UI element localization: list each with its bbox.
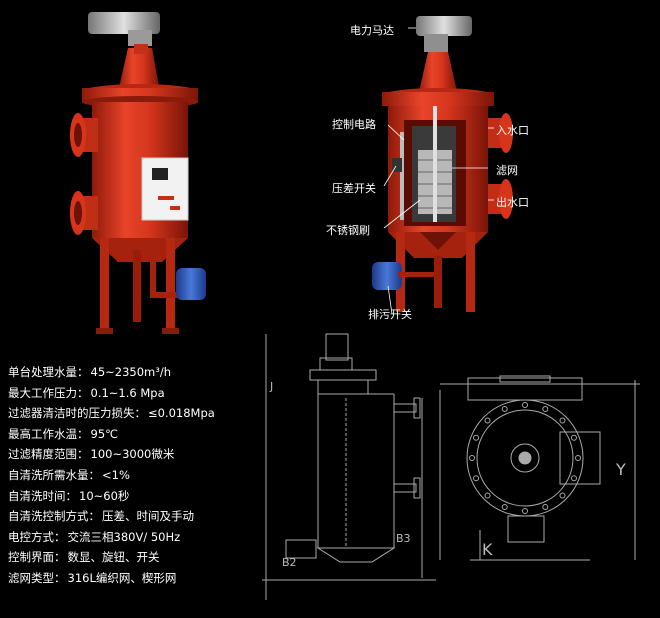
- bolt-hole: [501, 503, 508, 510]
- label-brush: 不锈钢刷: [326, 224, 370, 237]
- filter-cutaway-render: [372, 16, 513, 315]
- bolt-hole: [559, 417, 566, 424]
- dp-switch-icon: [392, 158, 402, 172]
- spec-row: 过滤器清洁时的压力损失：≤0.018Mpa: [8, 405, 215, 421]
- spec-row: 单台处理水量：45~2350m³/h: [8, 364, 171, 380]
- spec-value: 95℃: [90, 426, 119, 441]
- label-motor: 电力马达: [350, 24, 394, 37]
- bolt-hole: [522, 402, 528, 408]
- motor-icon: [88, 12, 160, 34]
- bolt-hole: [473, 475, 480, 482]
- spec-label: 过滤精度范围：: [8, 447, 89, 462]
- spec-label: 最大工作压力：: [8, 385, 89, 400]
- spec-value: 0.1~1.6 Mpa: [90, 385, 165, 400]
- label-inlet: 入水口: [496, 124, 529, 137]
- bolt-hole: [559, 492, 566, 499]
- label-control-circuit: 控制电路: [332, 118, 376, 131]
- dim-b3: B3: [396, 532, 411, 545]
- spec-value: 数显、旋钮、开关: [67, 550, 160, 565]
- spec-row: 自清洗时间：10~60秒: [8, 488, 129, 504]
- spec-label: 自清洗时间：: [8, 488, 77, 503]
- spec-value: <1%: [102, 468, 130, 482]
- side-elevation-drawing: [262, 333, 436, 600]
- spec-row: 电控方式：交流三相380V/ 50Hz: [8, 529, 180, 545]
- label-filter-screen: 滤网: [496, 164, 518, 177]
- bolt-hole: [570, 434, 577, 441]
- spec-value: 10~60秒: [79, 488, 130, 503]
- top-plan-drawing: [439, 375, 640, 561]
- spec-row: 最大工作压力：0.1~1.6 Mpa: [8, 385, 165, 401]
- spec-row: 控制界面：数显、旋钮、开关: [8, 549, 160, 565]
- spec-row: 过滤精度范围：100~3000微米: [8, 446, 174, 462]
- spec-label: 滤网类型：: [8, 571, 66, 585]
- bolt-hole: [501, 406, 508, 413]
- spec-label: 控制界面：: [8, 550, 66, 565]
- spec-row: 最高工作水温：95℃: [8, 426, 118, 442]
- spec-value: ≤0.018Mpa: [148, 406, 215, 421]
- label-dp-switch: 压差开关: [332, 182, 376, 195]
- dim-j: J: [270, 380, 274, 393]
- bolt-hole: [473, 434, 480, 441]
- spec-row: 自清洗控制方式：压差、时间及手动: [8, 508, 194, 524]
- label-drain-valve: 排污开关: [368, 308, 412, 321]
- bolt-hole: [484, 492, 491, 499]
- spec-value: 45~2350m³/h: [90, 365, 172, 379]
- spec-label: 单台处理水量：: [8, 365, 89, 379]
- spec-label: 电控方式：: [8, 529, 66, 544]
- bolt-hole: [469, 455, 475, 461]
- spec-value: 316L编织网、楔形网: [67, 571, 177, 585]
- dim-y: Y: [616, 460, 626, 479]
- spec-value: 压差、时间及手动: [102, 509, 194, 524]
- spec-row: 滤网类型：316L编织网、楔形网: [8, 570, 176, 586]
- bolt-hole: [575, 455, 581, 461]
- spec-value: 交流三相380V/ 50Hz: [67, 529, 181, 544]
- spec-label: 自清洗控制方式：: [8, 509, 100, 524]
- bolt-hole: [570, 475, 577, 482]
- spec-label: 最高工作水温：: [8, 426, 89, 441]
- dim-k: K: [482, 540, 493, 559]
- bolt-hole: [484, 417, 491, 424]
- spec-row: 自清洗所需水量：<1%: [8, 467, 130, 483]
- spec-value: 100~3000微米: [90, 447, 175, 462]
- spec-label: 自清洗所需水量：: [8, 468, 100, 482]
- filter-exterior-render: [70, 12, 206, 334]
- motor-icon: [416, 16, 472, 36]
- bolt-hole: [542, 406, 549, 413]
- label-outlet: 出水口: [496, 196, 529, 209]
- bolt-hole: [542, 503, 549, 510]
- dim-b2: B2: [282, 556, 297, 569]
- spec-label: 过滤器清洁时的压力损失：: [8, 406, 146, 421]
- bolt-hole: [522, 508, 528, 514]
- drain-valve-icon: [176, 268, 206, 300]
- drain-valve-icon: [372, 262, 402, 290]
